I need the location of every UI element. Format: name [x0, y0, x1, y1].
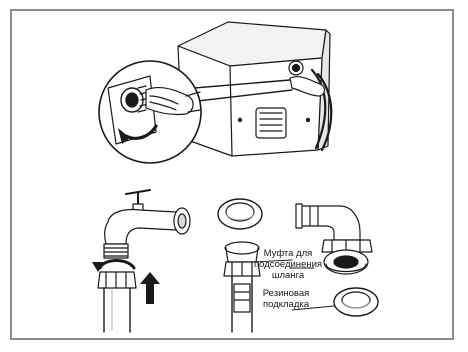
gasket-label-line2: подкладка — [263, 299, 310, 310]
coupling-label-line3: шланга — [272, 270, 305, 281]
callout-labels: Муфта для подсоединения шланга Резиновая… — [254, 248, 322, 310]
gasket-label-line1: Резиновая — [263, 288, 310, 299]
coupling-label-line1: Муфта для — [264, 248, 313, 259]
coupling-label-line2: подсоединения — [254, 259, 322, 270]
hand-tightening-inset — [99, 61, 201, 163]
up-arrow-icon — [140, 272, 160, 304]
rotate-arrow-icon-2 — [100, 261, 134, 269]
faucet-attachment — [92, 190, 190, 332]
